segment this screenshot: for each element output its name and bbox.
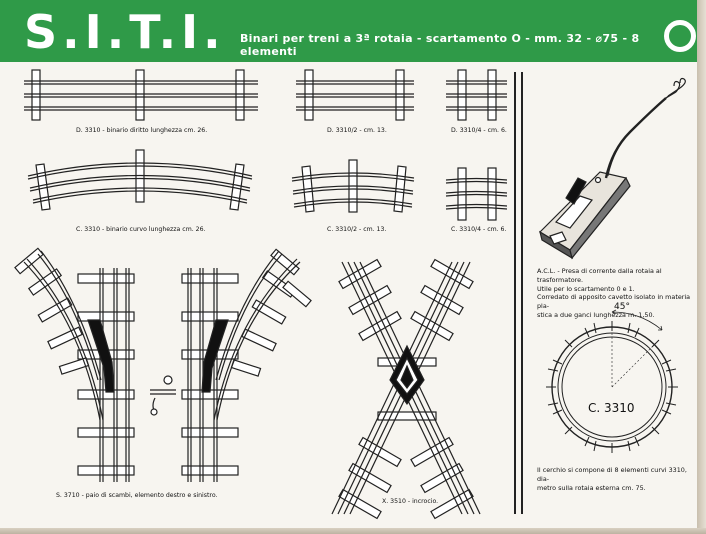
switch-connector [150,375,176,416]
switch-right [181,248,312,482]
caption-straight-quarter: D. 3310/4 - cm. 6. [451,127,507,134]
circle-note: Il cerchio si compone di 8 elementi curv… [537,466,697,492]
curved-track-full [27,149,253,211]
circle-note-line: Il cerchio si compone di 8 elementi curv… [537,466,687,483]
acl-line: A.C.L. - Presa di corrente dalla rotaia … [537,267,662,284]
caption-switches: S. 3710 - paio di scambi, elemento destr… [56,492,218,499]
straight-track-quarter [446,69,507,121]
caption-straight-full: D. 3310 - binario diritto lunghezza cm. … [76,127,208,134]
caption-curve-quarter: C. 3310/4 - cm. 6. [451,226,507,233]
divider-line [514,72,516,514]
diameter-symbol: ⌀ [595,32,603,45]
subtitle-text: Binari per treni a 3ª rotaia - scartamen… [240,32,592,45]
subtitle-text-end: 75 - 8 elementi [240,32,640,58]
curved-track-quarter [445,167,508,221]
circle-note-line: metro sulla rotaia esterna cm. 75. [537,483,646,492]
divider-line [521,72,523,514]
header-band: S.I.T.I. Binari per treni a 3ª rotaia - … [0,0,697,62]
brand-logo: S.I.T.I. [24,5,226,59]
acl-line: Corredato di apposito cavetto isolato in… [537,293,691,311]
page-bottom-edge [0,528,706,534]
straight-track-half [296,69,414,121]
circle-angle-label: 45° [614,302,630,312]
acl-connector [539,77,686,260]
caption-curve-full: C. 3310 - binario curvo lunghezza cm. 26… [76,226,206,233]
gauge-o-badge [664,20,696,52]
caption-curve-half: C. 3310/2 - cm. 13. [327,226,387,233]
track-circle [546,309,678,453]
caption-straight-half: D. 3310/2 - cm. 13. [327,127,387,134]
header-subtitle: Binari per treni a 3ª rotaia - scartamen… [240,32,697,58]
circle-label: C. 3310 [588,401,635,415]
caption-crossing: X. 3510 - incrocio. [382,498,439,505]
crossing-track [331,258,481,520]
switch-left [14,247,135,482]
acl-line: Utile per lo scartamento 0 e 1. [537,284,635,293]
curved-track-half [291,159,415,213]
straight-track-full [24,69,258,121]
acl-description: A.C.L. - Presa di corrente dalla rotaia … [537,267,697,320]
acl-line: stica a due ganci lunghezza m. 1,50. [537,310,655,319]
page-edge [697,0,706,534]
